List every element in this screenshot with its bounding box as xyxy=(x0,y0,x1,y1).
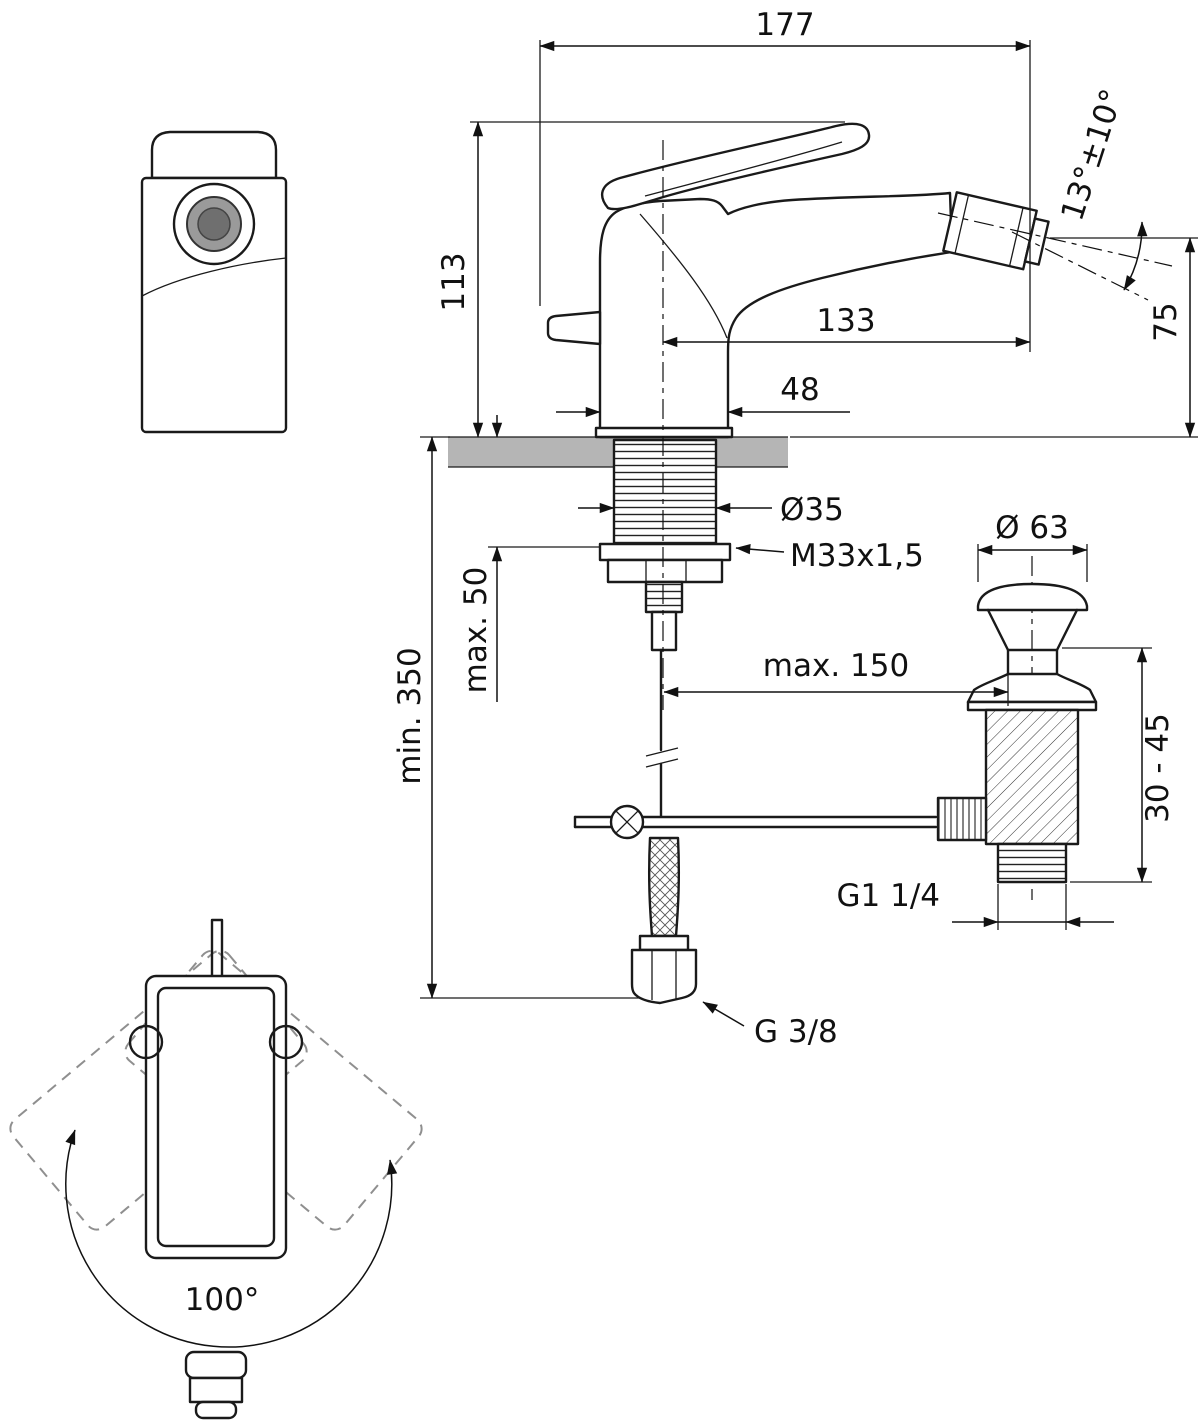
hose-collar xyxy=(638,934,690,952)
break-marks xyxy=(645,747,679,768)
dim-outlet-height: 75 xyxy=(1148,302,1184,341)
swivel-arc xyxy=(65,1129,398,1348)
dim-waste-thread: G1 1/4 xyxy=(837,878,941,914)
flexible-hose xyxy=(647,836,681,938)
dim-spout-reach: 133 xyxy=(816,303,875,339)
dim-shank-thread: M33x1,5 xyxy=(790,538,924,574)
waste-cap xyxy=(976,582,1089,612)
dim-max-deck-thickness: max. 50 xyxy=(458,567,494,694)
front-view xyxy=(140,130,288,434)
side-view xyxy=(448,122,1050,1005)
dim-swivel-angle: 100° xyxy=(185,1282,260,1318)
supply-connector-nut xyxy=(630,948,698,1005)
dim-base-depth: 48 xyxy=(780,372,819,408)
dim-max-rod-offset: max. 150 xyxy=(763,648,909,684)
handle-inner-line xyxy=(644,141,843,197)
swivel-view xyxy=(9,918,423,1420)
side-knob xyxy=(546,310,602,346)
supply-and-drain xyxy=(573,580,938,1005)
waste-housing xyxy=(984,708,1080,846)
waste-upper-bowl xyxy=(966,672,1098,704)
waste-outlet-thread xyxy=(996,842,1068,884)
front-aerator-ring xyxy=(172,182,256,266)
spout-aerator xyxy=(942,191,1050,271)
top-pull-rod xyxy=(210,918,224,980)
body-design-line xyxy=(639,213,728,339)
top-body-inner xyxy=(156,986,276,1248)
top-body xyxy=(144,974,288,1260)
threaded-shank xyxy=(612,438,718,546)
hose-nipple xyxy=(644,580,684,614)
mounting-flange xyxy=(598,542,732,562)
bottom-aerator xyxy=(184,1350,248,1420)
dim-min-hose-clearance: min. 350 xyxy=(392,647,428,784)
pop-up-waste xyxy=(936,556,1098,900)
mounting-nut xyxy=(606,558,724,584)
dim-height: 113 xyxy=(436,252,472,311)
pivot-right xyxy=(268,1024,304,1060)
knurled-rod-coupler xyxy=(936,796,988,842)
front-handle-cap xyxy=(150,130,278,180)
dim-total-projection: 177 xyxy=(755,7,814,43)
front-spout-curve xyxy=(141,257,287,297)
pivot-left xyxy=(128,1024,164,1060)
dim-spout-angle: 13°±10° xyxy=(1054,85,1130,225)
dim-waste-height-range: 30 - 45 xyxy=(1140,713,1176,823)
front-aerator-inner xyxy=(197,207,231,241)
handle-lever xyxy=(600,122,871,211)
dim-waste-cap-diameter: Ø 63 xyxy=(995,510,1069,546)
base-plate xyxy=(594,426,734,439)
dim-hole-diameter: Ø35 xyxy=(780,492,844,528)
hose-nipple-lower xyxy=(650,610,678,652)
dim-supply-thread: G 3/8 xyxy=(754,1014,838,1050)
